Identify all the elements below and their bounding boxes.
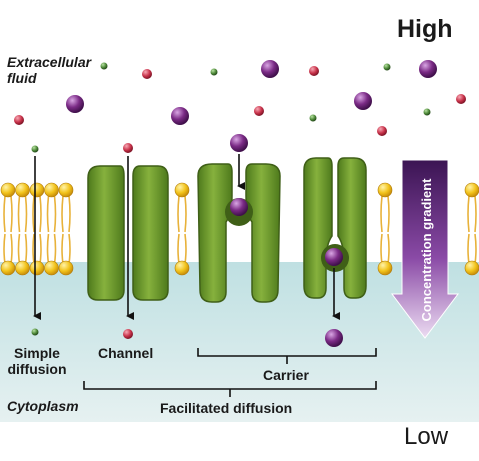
lipid-tail bbox=[387, 195, 390, 233]
lipid-tail bbox=[32, 195, 35, 233]
extracellular-label-line1: Extracellular bbox=[7, 54, 92, 70]
lipid-tail bbox=[17, 195, 21, 233]
lipid-tail bbox=[68, 195, 71, 233]
lipid-tail bbox=[46, 195, 50, 233]
extracellular-label-line2: fluid bbox=[7, 70, 37, 87]
gradient-label: Concentration gradient bbox=[419, 178, 434, 322]
extracellular-label: Extracellular fluid bbox=[7, 54, 91, 86]
extracellular-molecules bbox=[14, 60, 466, 136]
simple-diffusion-label-line2: diffusion bbox=[7, 361, 67, 378]
facilitated-diffusion-label: Facilitated diffusion bbox=[160, 400, 293, 416]
simple-diffusion-label: Simple diffusion bbox=[6, 345, 68, 377]
lipid-tail bbox=[17, 233, 21, 265]
purple-molecule bbox=[419, 60, 437, 78]
low-label: Low bbox=[404, 423, 449, 450]
lipid-head bbox=[0, 260, 16, 276]
lipid-tail bbox=[467, 195, 470, 233]
lipid-head bbox=[174, 260, 190, 276]
lipid-tail bbox=[10, 195, 13, 233]
concentration-gradient-arrow: Concentration gradient bbox=[391, 159, 459, 339]
lipid-tail bbox=[184, 233, 187, 265]
carrier-label: Carrier bbox=[263, 367, 309, 383]
lipid-tail bbox=[68, 233, 71, 265]
lipid-tail bbox=[24, 195, 28, 233]
lipid-head bbox=[464, 260, 479, 276]
lipid-tail bbox=[177, 195, 180, 233]
red-molecule bbox=[123, 329, 133, 339]
red-molecule bbox=[377, 126, 387, 136]
lipid-tail bbox=[10, 233, 13, 265]
purple-molecule bbox=[171, 107, 189, 125]
lipid-head bbox=[58, 182, 74, 198]
red-molecule bbox=[123, 143, 133, 153]
lipid-tail bbox=[177, 233, 180, 265]
lipid-head bbox=[44, 260, 59, 276]
red-molecule bbox=[456, 94, 466, 104]
lipid-head bbox=[174, 182, 190, 198]
carrier-release-path bbox=[325, 248, 343, 347]
lipid-tail bbox=[53, 233, 57, 265]
cytoplasm-label: Cytoplasm bbox=[7, 398, 79, 414]
purple-molecule bbox=[230, 134, 248, 152]
lipid-head bbox=[44, 182, 59, 198]
carrier-binding-path bbox=[230, 134, 248, 216]
green-molecule bbox=[100, 62, 108, 70]
cytoplasm-region bbox=[0, 262, 479, 422]
channel-label: Channel bbox=[98, 345, 154, 361]
lipid-tail bbox=[24, 233, 28, 265]
channel-protein bbox=[87, 165, 169, 301]
lipid-head bbox=[29, 182, 45, 198]
lipid-head bbox=[15, 260, 30, 276]
red-molecule bbox=[14, 115, 24, 125]
phospholipid-bilayer bbox=[0, 182, 479, 276]
lipid-head bbox=[464, 182, 479, 198]
released-molecule bbox=[325, 329, 343, 347]
lipid-tail bbox=[474, 233, 477, 265]
lipid-head bbox=[377, 182, 393, 198]
lipid-tail bbox=[474, 195, 477, 233]
lipid-tail bbox=[46, 233, 50, 265]
lipid-head bbox=[29, 260, 45, 276]
lipid-head bbox=[58, 260, 74, 276]
lipid-head bbox=[377, 260, 393, 276]
lipid-tail bbox=[39, 195, 42, 233]
green-molecule bbox=[31, 145, 39, 153]
lipid-tail bbox=[61, 195, 64, 233]
bound-molecule bbox=[325, 248, 343, 266]
lipid-tail bbox=[184, 195, 187, 233]
lipid-tail bbox=[467, 233, 470, 265]
purple-molecule bbox=[261, 60, 279, 78]
red-molecule bbox=[142, 69, 152, 79]
lipid-tail bbox=[387, 233, 390, 265]
green-molecule bbox=[383, 63, 391, 71]
simple-diffusion-path bbox=[31, 145, 41, 336]
bound-molecule bbox=[230, 198, 248, 216]
lipid-tail bbox=[39, 233, 42, 265]
red-molecule bbox=[254, 106, 264, 116]
channel-diffusion-path bbox=[123, 143, 134, 339]
lipid-tail bbox=[53, 195, 57, 233]
purple-molecule bbox=[66, 95, 84, 113]
lipid-tail bbox=[380, 195, 383, 233]
purple-molecule bbox=[354, 92, 372, 110]
lipid-tail bbox=[380, 233, 383, 265]
green-molecule bbox=[423, 108, 431, 116]
lipid-tail bbox=[32, 233, 35, 265]
lipid-head bbox=[0, 182, 16, 198]
lipid-tail bbox=[3, 195, 6, 233]
simple-diffusion-label-line1: Simple bbox=[14, 345, 60, 361]
green-molecule bbox=[31, 328, 39, 336]
high-label: High bbox=[397, 15, 453, 43]
lipid-head bbox=[15, 182, 30, 198]
lipid-tail bbox=[3, 233, 6, 265]
green-molecule bbox=[210, 68, 218, 76]
lipid-tail bbox=[61, 233, 64, 265]
red-molecule bbox=[309, 66, 319, 76]
green-molecule bbox=[309, 114, 317, 122]
